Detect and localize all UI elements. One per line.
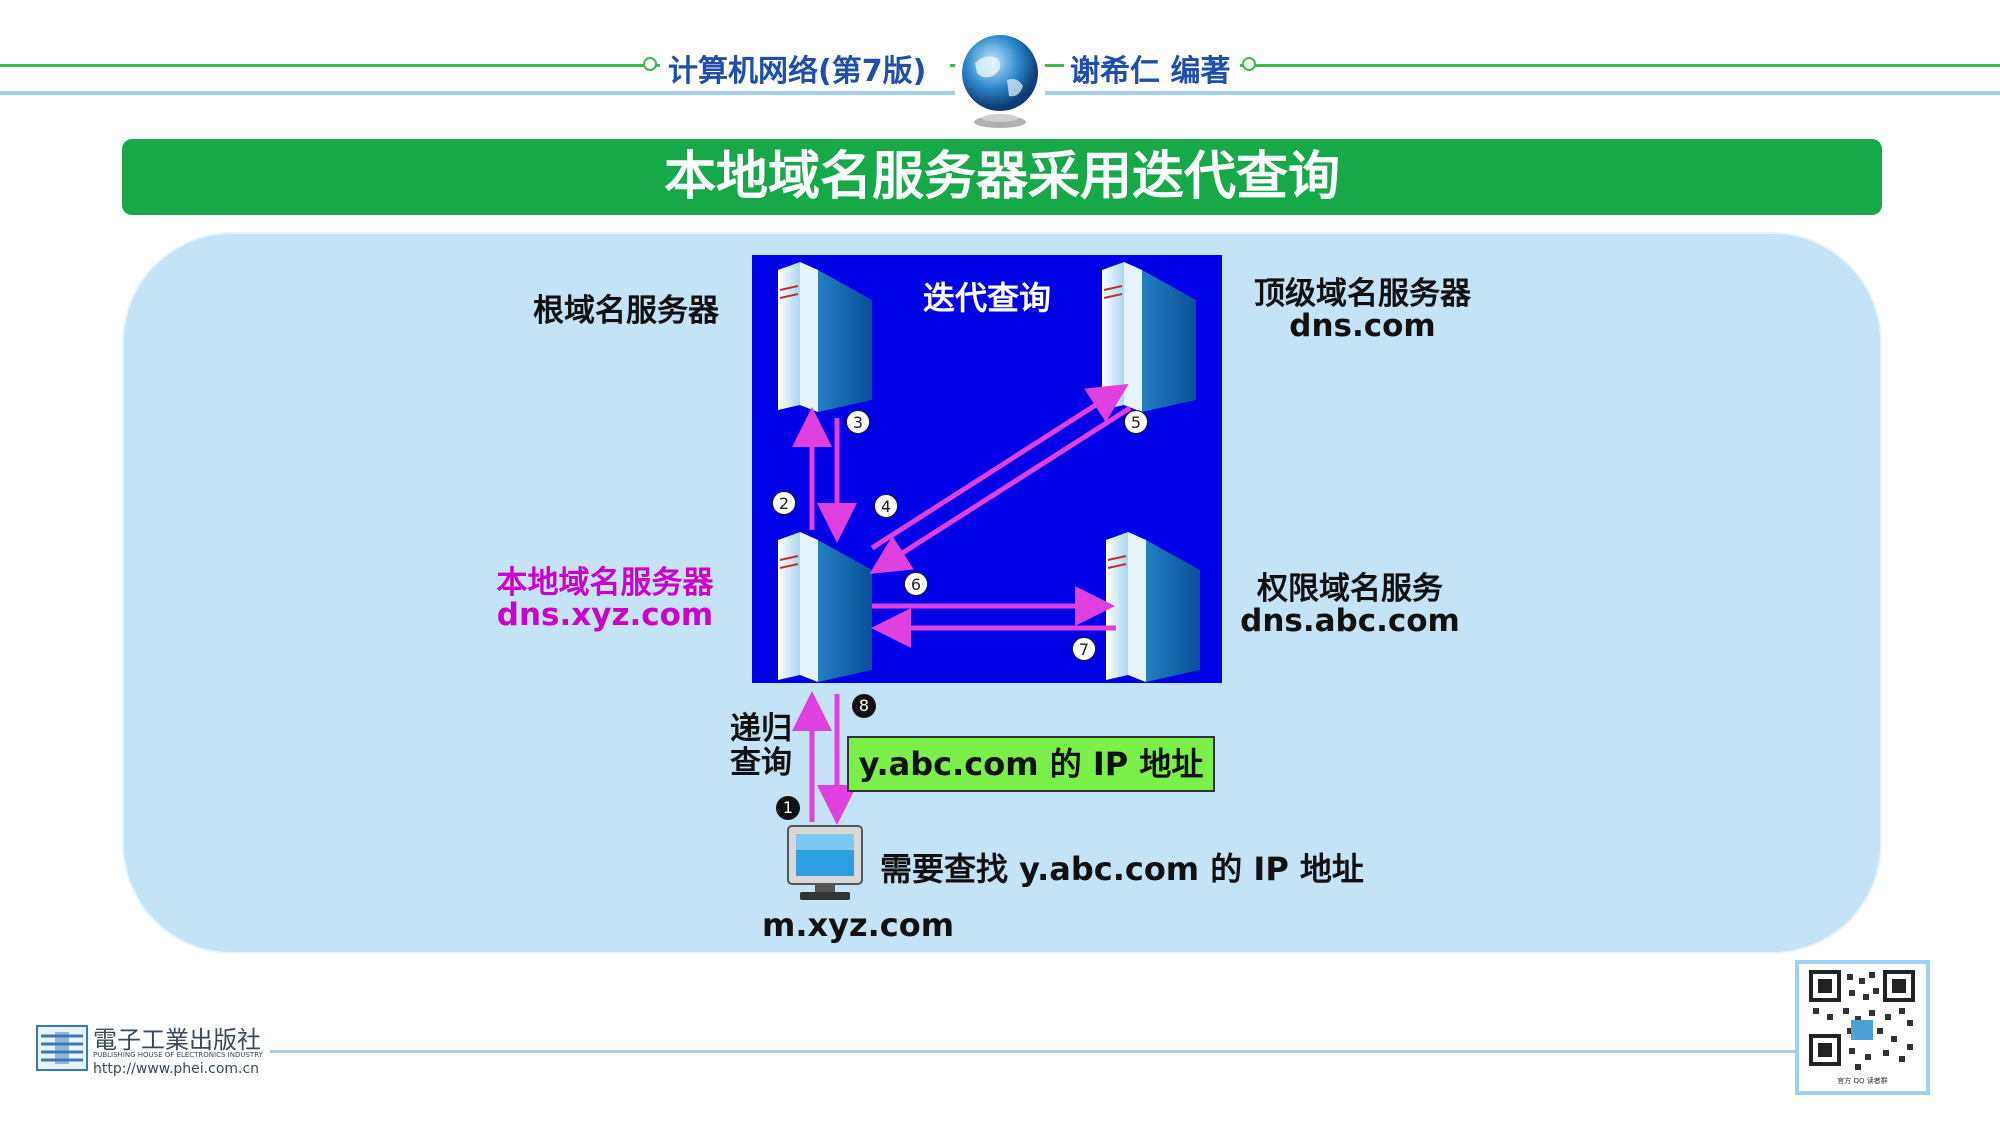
local-server-label: 本地域名服务器 <box>496 565 714 601</box>
local-server-label-group: 本地域名服务器 dns.xyz.com <box>480 567 730 631</box>
header-dot-right <box>1242 57 1256 71</box>
auth-server-label-group: 权限域名服务 dns.abc.com <box>1240 573 1460 637</box>
author: 谢希仁 编著 <box>1070 54 1231 89</box>
qr-caption: 官方 QQ 读者群 <box>1837 1077 1888 1085</box>
author-bg <box>1064 45 1240 85</box>
publisher-name: 電子工業出版社 <box>93 1026 261 1054</box>
title-bar: 本地域名服务器采用迭代查询 <box>122 139 1882 215</box>
step-1-badge: 1 <box>776 796 800 820</box>
book-title-bg <box>660 45 950 85</box>
tld-server-domain: dns.com <box>1289 308 1436 344</box>
tld-server-icon <box>1102 262 1196 412</box>
book-title: 计算机网络(第7版) <box>668 54 927 89</box>
tld-server-label: 顶级域名服务器 <box>1254 276 1471 312</box>
step-5-badge: 5 <box>1124 410 1148 434</box>
host-domain-label: m.xyz.com <box>762 906 955 944</box>
publisher-logo-icon <box>35 1022 91 1074</box>
answer-box: y.abc.com 的 IP 地址 <box>847 736 1215 792</box>
slide-title: 本地域名服务器采用迭代查询 <box>663 147 1340 207</box>
header-dot-left <box>643 57 657 71</box>
root-server-label: 根域名服务器 <box>533 293 719 329</box>
auth-server-icon <box>1106 532 1200 682</box>
local-server-icon <box>778 532 872 682</box>
step-6-badge: 6 <box>904 572 928 596</box>
recursive-label-line2: 查询 <box>730 745 792 781</box>
tld-server-label-group: 顶级域名服务器 dns.com <box>1240 278 1485 342</box>
recursive-label-line1: 递归 <box>730 711 792 747</box>
auth-server-label: 权限域名服务 <box>1257 571 1443 607</box>
arrow-4 <box>870 383 1129 551</box>
qr-code[interactable]: 官方 QQ 读者群 <box>1795 960 1930 1095</box>
host-computer-icon <box>787 825 863 900</box>
arrow-5 <box>869 405 1132 575</box>
host-query-label: 需要查找 y.abc.com 的 IP 地址 <box>880 850 1364 888</box>
step-4-badge: 4 <box>874 494 898 518</box>
iterative-label: 迭代查询 <box>923 279 1052 317</box>
root-server-icon <box>778 262 872 412</box>
step-8-badge: 8 <box>852 694 876 718</box>
auth-server-domain: dns.abc.com <box>1240 603 1460 639</box>
globe-icon <box>955 28 1045 132</box>
step-7-badge: 7 <box>1072 637 1096 661</box>
footer-line <box>270 1050 1795 1053</box>
publisher-en: PUBLISHING HOUSE OF ELECTRONICS INDUSTRY <box>93 1051 263 1059</box>
local-server-domain: dns.xyz.com <box>496 597 714 633</box>
step-2-badge: 2 <box>772 491 796 515</box>
recursive-label-group: 递归 查询 <box>730 712 792 780</box>
publisher-url[interactable]: http://www.phei.com.cn <box>93 1061 260 1077</box>
step-3-badge: 3 <box>846 410 870 434</box>
